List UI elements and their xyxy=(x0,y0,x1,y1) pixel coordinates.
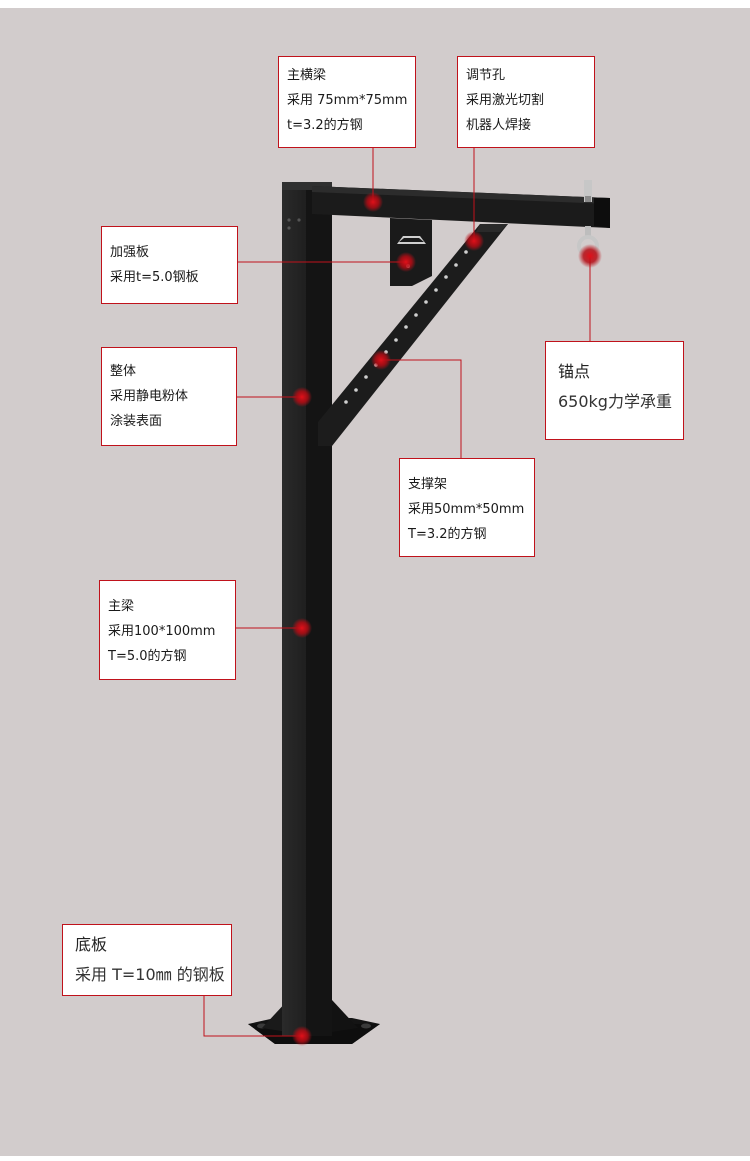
callout-line: 采用50mm*50mm xyxy=(408,502,525,517)
callout-line: T=5.0的方钢 xyxy=(108,649,187,664)
callout-line: 采用 T=10㎜ 的钢板 xyxy=(75,965,225,984)
callout-adjust-holes: 调节孔 采用激光切割 机器人焊接 xyxy=(457,56,595,148)
marker-main-beam xyxy=(292,618,312,638)
callout-reinforcement-plate: 加强板 采用t=5.0钢板 xyxy=(101,226,238,304)
leader-lines xyxy=(203,148,591,1037)
marker-adjust-holes xyxy=(464,231,484,251)
marker-base-plate xyxy=(292,1026,312,1046)
marker-support-frame xyxy=(371,350,391,370)
callout-line: 采用t=5.0钢板 xyxy=(110,270,199,285)
callout-line: 涂装表面 xyxy=(110,414,163,429)
callout-title: 整体 xyxy=(110,364,137,379)
callout-overall: 整体 采用静电粉体 涂装表面 xyxy=(101,347,237,446)
callout-anchor-point: 锚点 650kg力学承重 xyxy=(545,341,684,440)
callout-line: 采用100*100mm xyxy=(108,624,216,639)
callout-title: 加强板 xyxy=(110,245,150,260)
callout-base-plate: 底板 采用 T=10㎜ 的钢板 xyxy=(62,924,232,996)
callout-title: 主横梁 xyxy=(287,68,327,83)
callout-line: 采用 75mm*75mm xyxy=(287,93,408,108)
callout-title: 支撑架 xyxy=(408,477,448,492)
marker-overall xyxy=(292,387,312,407)
marker-main-crossbeam xyxy=(363,192,383,212)
callout-title: 锚点 xyxy=(558,362,591,381)
callout-title: 底板 xyxy=(75,935,108,954)
marker-dots xyxy=(292,192,602,1046)
callout-main-beam: 主梁 采用100*100mm T=5.0的方钢 xyxy=(99,580,236,680)
top-white-band xyxy=(0,0,750,8)
callout-line: 650kg力学承重 xyxy=(558,392,672,411)
callout-line: t=3.2的方钢 xyxy=(287,118,363,133)
callout-line: 机器人焊接 xyxy=(466,118,532,133)
bottom-white-band xyxy=(0,1156,750,1161)
callout-title: 主梁 xyxy=(108,599,135,614)
main-post xyxy=(282,182,332,1036)
callout-line: T=3.2的方钢 xyxy=(408,527,487,542)
marker-reinforcement-plate xyxy=(396,252,416,272)
callout-title: 调节孔 xyxy=(466,68,506,83)
callout-line: 采用静电粉体 xyxy=(110,389,189,404)
callout-main-crossbeam: 主横梁 采用 75mm*75mm t=3.2的方钢 xyxy=(278,56,416,148)
callout-support-frame: 支撑架 采用50mm*50mm T=3.2的方钢 xyxy=(399,458,535,557)
crossbeam xyxy=(312,186,610,228)
marker-anchor-point xyxy=(578,244,602,268)
callout-line: 采用激光切割 xyxy=(466,93,545,108)
reinforcement-plate xyxy=(390,218,432,286)
